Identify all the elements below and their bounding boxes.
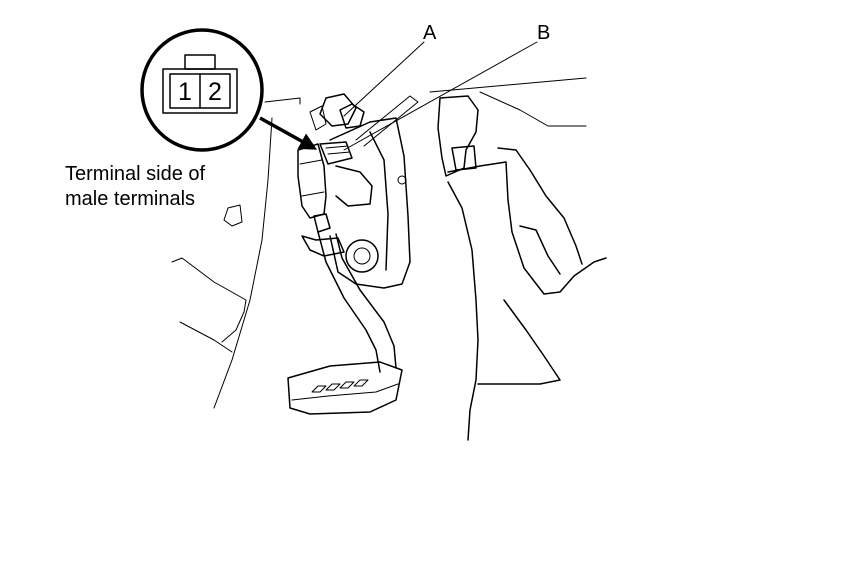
- pedal-bracket: [309, 93, 411, 289]
- switch-b: [297, 141, 353, 233]
- brake-pedal-bracket: [437, 95, 607, 441]
- pedal-pad: [287, 361, 403, 415]
- pedal-arm: [301, 231, 397, 373]
- body-outline: [171, 77, 587, 409]
- pin-2-label: 2: [208, 78, 222, 106]
- callout-b-leader: [343, 41, 538, 151]
- connector-a: [339, 95, 419, 147]
- connector-note-line-1: Terminal side of: [65, 163, 206, 185]
- callout-a-label: A: [423, 22, 437, 44]
- connector-note-line-2: male terminals: [65, 188, 195, 210]
- inset-pointer-arrow: [259, 116, 318, 150]
- pin-1-label: 1: [178, 78, 192, 106]
- connector-inset: 1 2: [140, 28, 264, 152]
- callout-a-leader: [343, 41, 425, 117]
- callout-b-label: B: [537, 22, 550, 44]
